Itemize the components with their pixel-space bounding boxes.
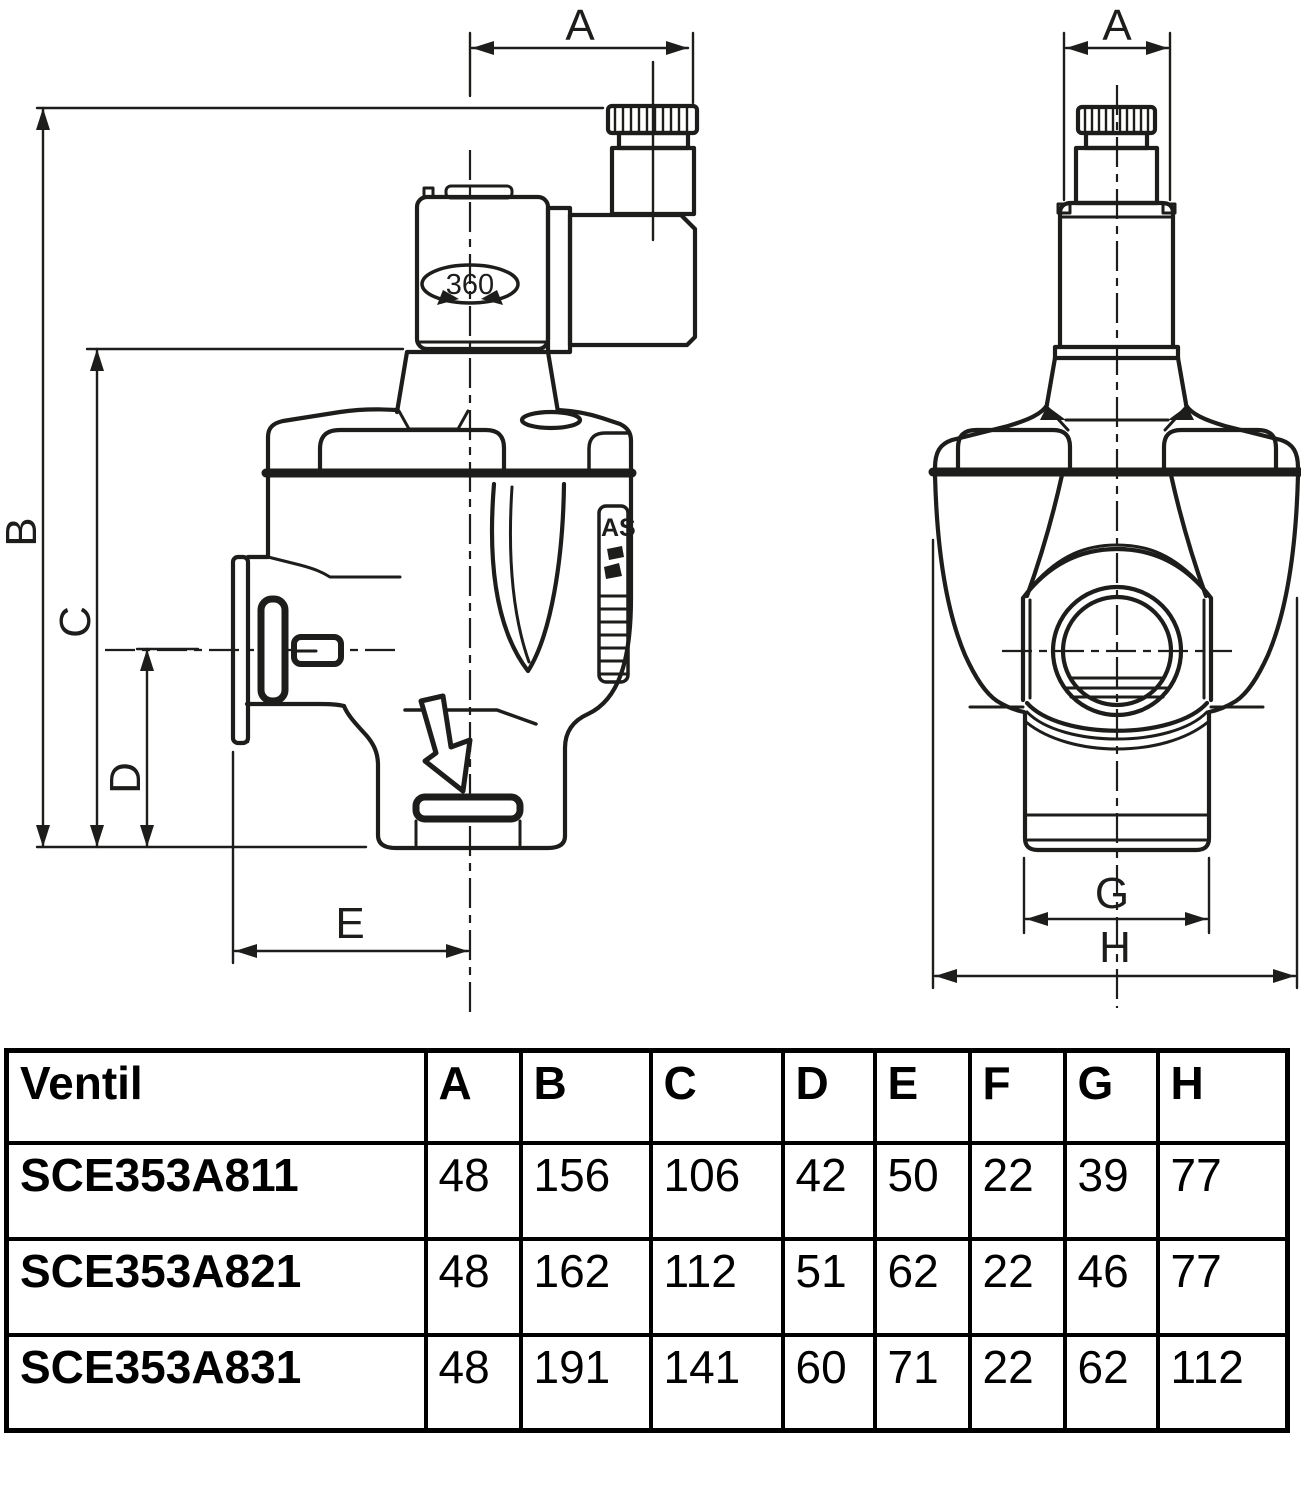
dim-label-a-side: A xyxy=(565,1,595,50)
model-name: SCE353A821 xyxy=(4,1236,428,1337)
value-b: 191 xyxy=(518,1332,653,1433)
front-view-coil xyxy=(1044,104,1189,407)
value-h: 77 xyxy=(1155,1236,1290,1337)
value-d: 51 xyxy=(780,1236,877,1337)
rotation-360-symbol: 360 xyxy=(420,263,520,305)
side-view-bonnet xyxy=(261,407,637,478)
dim-label-c: C xyxy=(51,606,100,638)
inlet-port-slot xyxy=(257,595,289,705)
header-g: G xyxy=(1062,1048,1160,1145)
dimension-e: E xyxy=(231,750,470,965)
header-c: C xyxy=(648,1048,785,1145)
outlet-slot xyxy=(412,793,524,823)
header-ventil: Ventil xyxy=(4,1048,428,1145)
dimension-c: C xyxy=(51,347,405,849)
value-b: 162 xyxy=(518,1236,653,1337)
dimension-a-side: A xyxy=(468,1,695,105)
dimension-d: D xyxy=(101,647,200,849)
value-g: 46 xyxy=(1062,1236,1160,1337)
value-a: 48 xyxy=(423,1236,523,1337)
table-header-row: Ventil A B C D E F G H xyxy=(4,1048,1290,1145)
front-view-bonnet xyxy=(928,402,1301,477)
flow-direction-arrow xyxy=(418,693,473,794)
front-view: A xyxy=(928,1,1301,1008)
brand-label: AS xyxy=(601,514,636,542)
product-label-strip: AS xyxy=(597,504,636,684)
value-g: 39 xyxy=(1062,1140,1160,1241)
value-e: 62 xyxy=(872,1236,972,1337)
dimension-table: Ventil A B C D E F G H SCE353A811 48 156… xyxy=(4,1048,1290,1433)
table-row: SCE353A831 48 191 141 60 71 22 62 112 xyxy=(4,1332,1290,1433)
table-row: SCE353A821 48 162 112 51 62 22 46 77 xyxy=(4,1236,1290,1337)
value-d: 60 xyxy=(780,1332,877,1433)
table-row: SCE353A811 48 156 106 42 50 22 39 77 xyxy=(4,1140,1290,1241)
side-view-centerlines xyxy=(105,60,655,1012)
dim-label-b: B xyxy=(0,517,46,546)
dim-label-h: H xyxy=(1099,923,1131,972)
front-view-body xyxy=(932,472,1301,853)
header-e: E xyxy=(872,1048,972,1145)
value-a: 48 xyxy=(423,1140,523,1241)
value-f: 22 xyxy=(967,1332,1067,1433)
value-c: 106 xyxy=(648,1140,785,1241)
value-e: 50 xyxy=(872,1140,972,1241)
value-b: 156 xyxy=(518,1140,653,1241)
dim-label-a-front: A xyxy=(1102,1,1132,50)
header-a: A xyxy=(423,1048,523,1145)
port-opening-inner xyxy=(1060,594,1174,708)
model-name: SCE353A831 xyxy=(4,1332,428,1433)
connector-block xyxy=(567,212,698,348)
dimension-a-front: A xyxy=(1062,1,1172,202)
value-f: 22 xyxy=(967,1140,1067,1241)
front-view-centerlines xyxy=(1002,85,1232,1008)
value-g: 62 xyxy=(1062,1332,1160,1433)
value-f: 22 xyxy=(967,1236,1067,1337)
dimension-g: G xyxy=(1022,856,1211,935)
dimension-h: H xyxy=(931,538,1299,990)
side-view-coil-connector: 360 xyxy=(394,103,700,415)
side-view: A B C D xyxy=(0,1,700,1012)
valve-dimension-drawing: A B C D xyxy=(0,1,1301,1012)
rotation-360-label: 360 xyxy=(446,269,494,301)
header-d: D xyxy=(780,1048,877,1145)
value-e: 71 xyxy=(872,1332,972,1433)
dimension-b: B xyxy=(0,106,605,849)
value-c: 141 xyxy=(648,1332,785,1433)
header-b: B xyxy=(518,1048,653,1145)
value-d: 42 xyxy=(780,1140,877,1241)
dim-label-e: E xyxy=(335,899,364,948)
dim-label-g: G xyxy=(1095,869,1129,918)
value-a: 48 xyxy=(423,1332,523,1433)
value-h: 77 xyxy=(1155,1140,1290,1241)
value-c: 112 xyxy=(648,1236,785,1337)
port-opening-outer xyxy=(1050,584,1184,718)
side-view-body: AS xyxy=(230,472,636,851)
header-f: F xyxy=(967,1048,1067,1145)
dim-label-d: D xyxy=(101,762,150,794)
model-name: SCE353A811 xyxy=(4,1140,428,1241)
header-h: H xyxy=(1155,1048,1290,1145)
value-h: 112 xyxy=(1155,1332,1290,1433)
